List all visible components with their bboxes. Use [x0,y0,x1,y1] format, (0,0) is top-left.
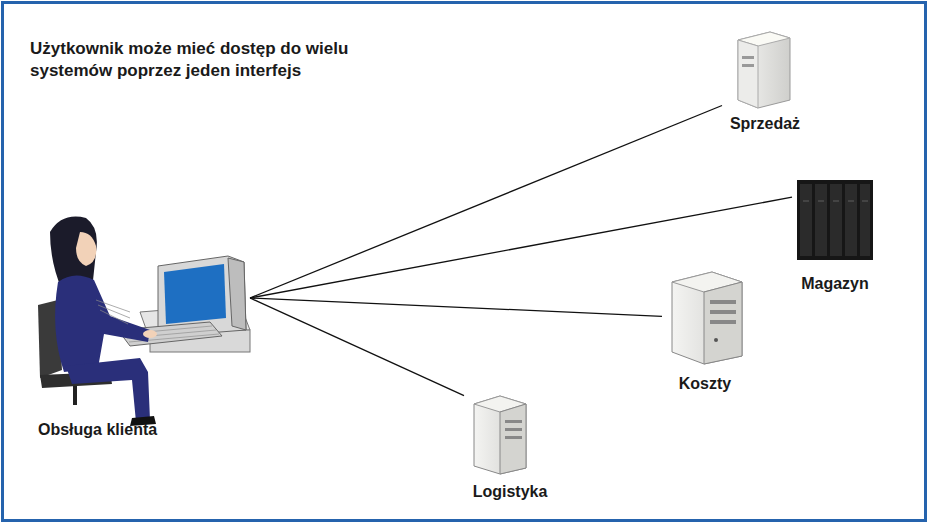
user-workstation [38,217,250,426]
system-node: Magazyn [792,176,878,300]
connector-line [250,298,662,316]
node-label: Sprzedaż [730,114,800,134]
server-icon [738,32,790,108]
server-icon [672,272,742,364]
node-label: Obsługa klienta [38,420,157,440]
system-node: Logistyka [464,390,556,510]
node-label: Magazyn [801,274,869,294]
connector-line [250,105,722,298]
diagram-title: Użytkownik może mieć dostęp do wielu sys… [30,38,370,82]
system-node: Koszty [662,268,748,400]
storage-rack-icon [797,180,873,260]
connector-line [250,197,792,298]
system-node: Sprzedaż [722,28,808,140]
node-label: Koszty [679,374,731,394]
user-node: Obsługa klienta [15,215,250,447]
server-icon [474,396,526,474]
node-label: Logistyka [473,482,548,502]
connector-line [250,298,464,396]
